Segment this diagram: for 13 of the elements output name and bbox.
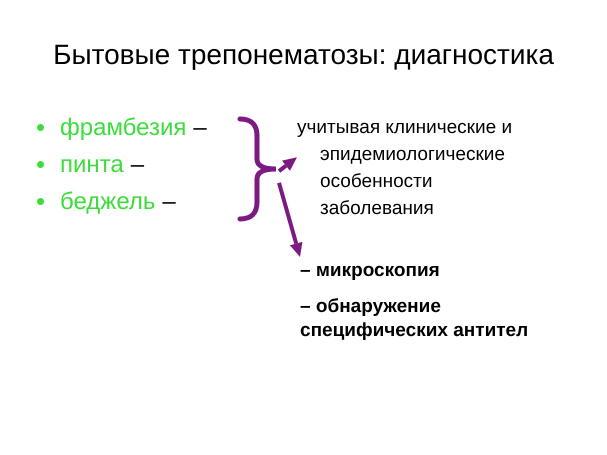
dash-text: – xyxy=(162,186,176,216)
disease-name: пинта xyxy=(60,150,124,180)
method-item: – обнаружение специфических антител xyxy=(300,295,530,343)
slide-title: Бытовые трепонематозы: диагностика xyxy=(53,38,554,72)
method-item: – микроскопия xyxy=(300,259,441,283)
dash-text: – xyxy=(193,112,207,142)
annotation-text: учитывая клинические и эпидемиологические особенности заболевания xyxy=(297,116,514,221)
arrow xyxy=(278,157,297,173)
curly-brace xyxy=(237,116,279,222)
disease-name: беджель xyxy=(60,186,156,216)
dash-text: – xyxy=(130,150,144,180)
arrow xyxy=(277,182,302,257)
disease-name: фрамбезия xyxy=(60,112,186,142)
